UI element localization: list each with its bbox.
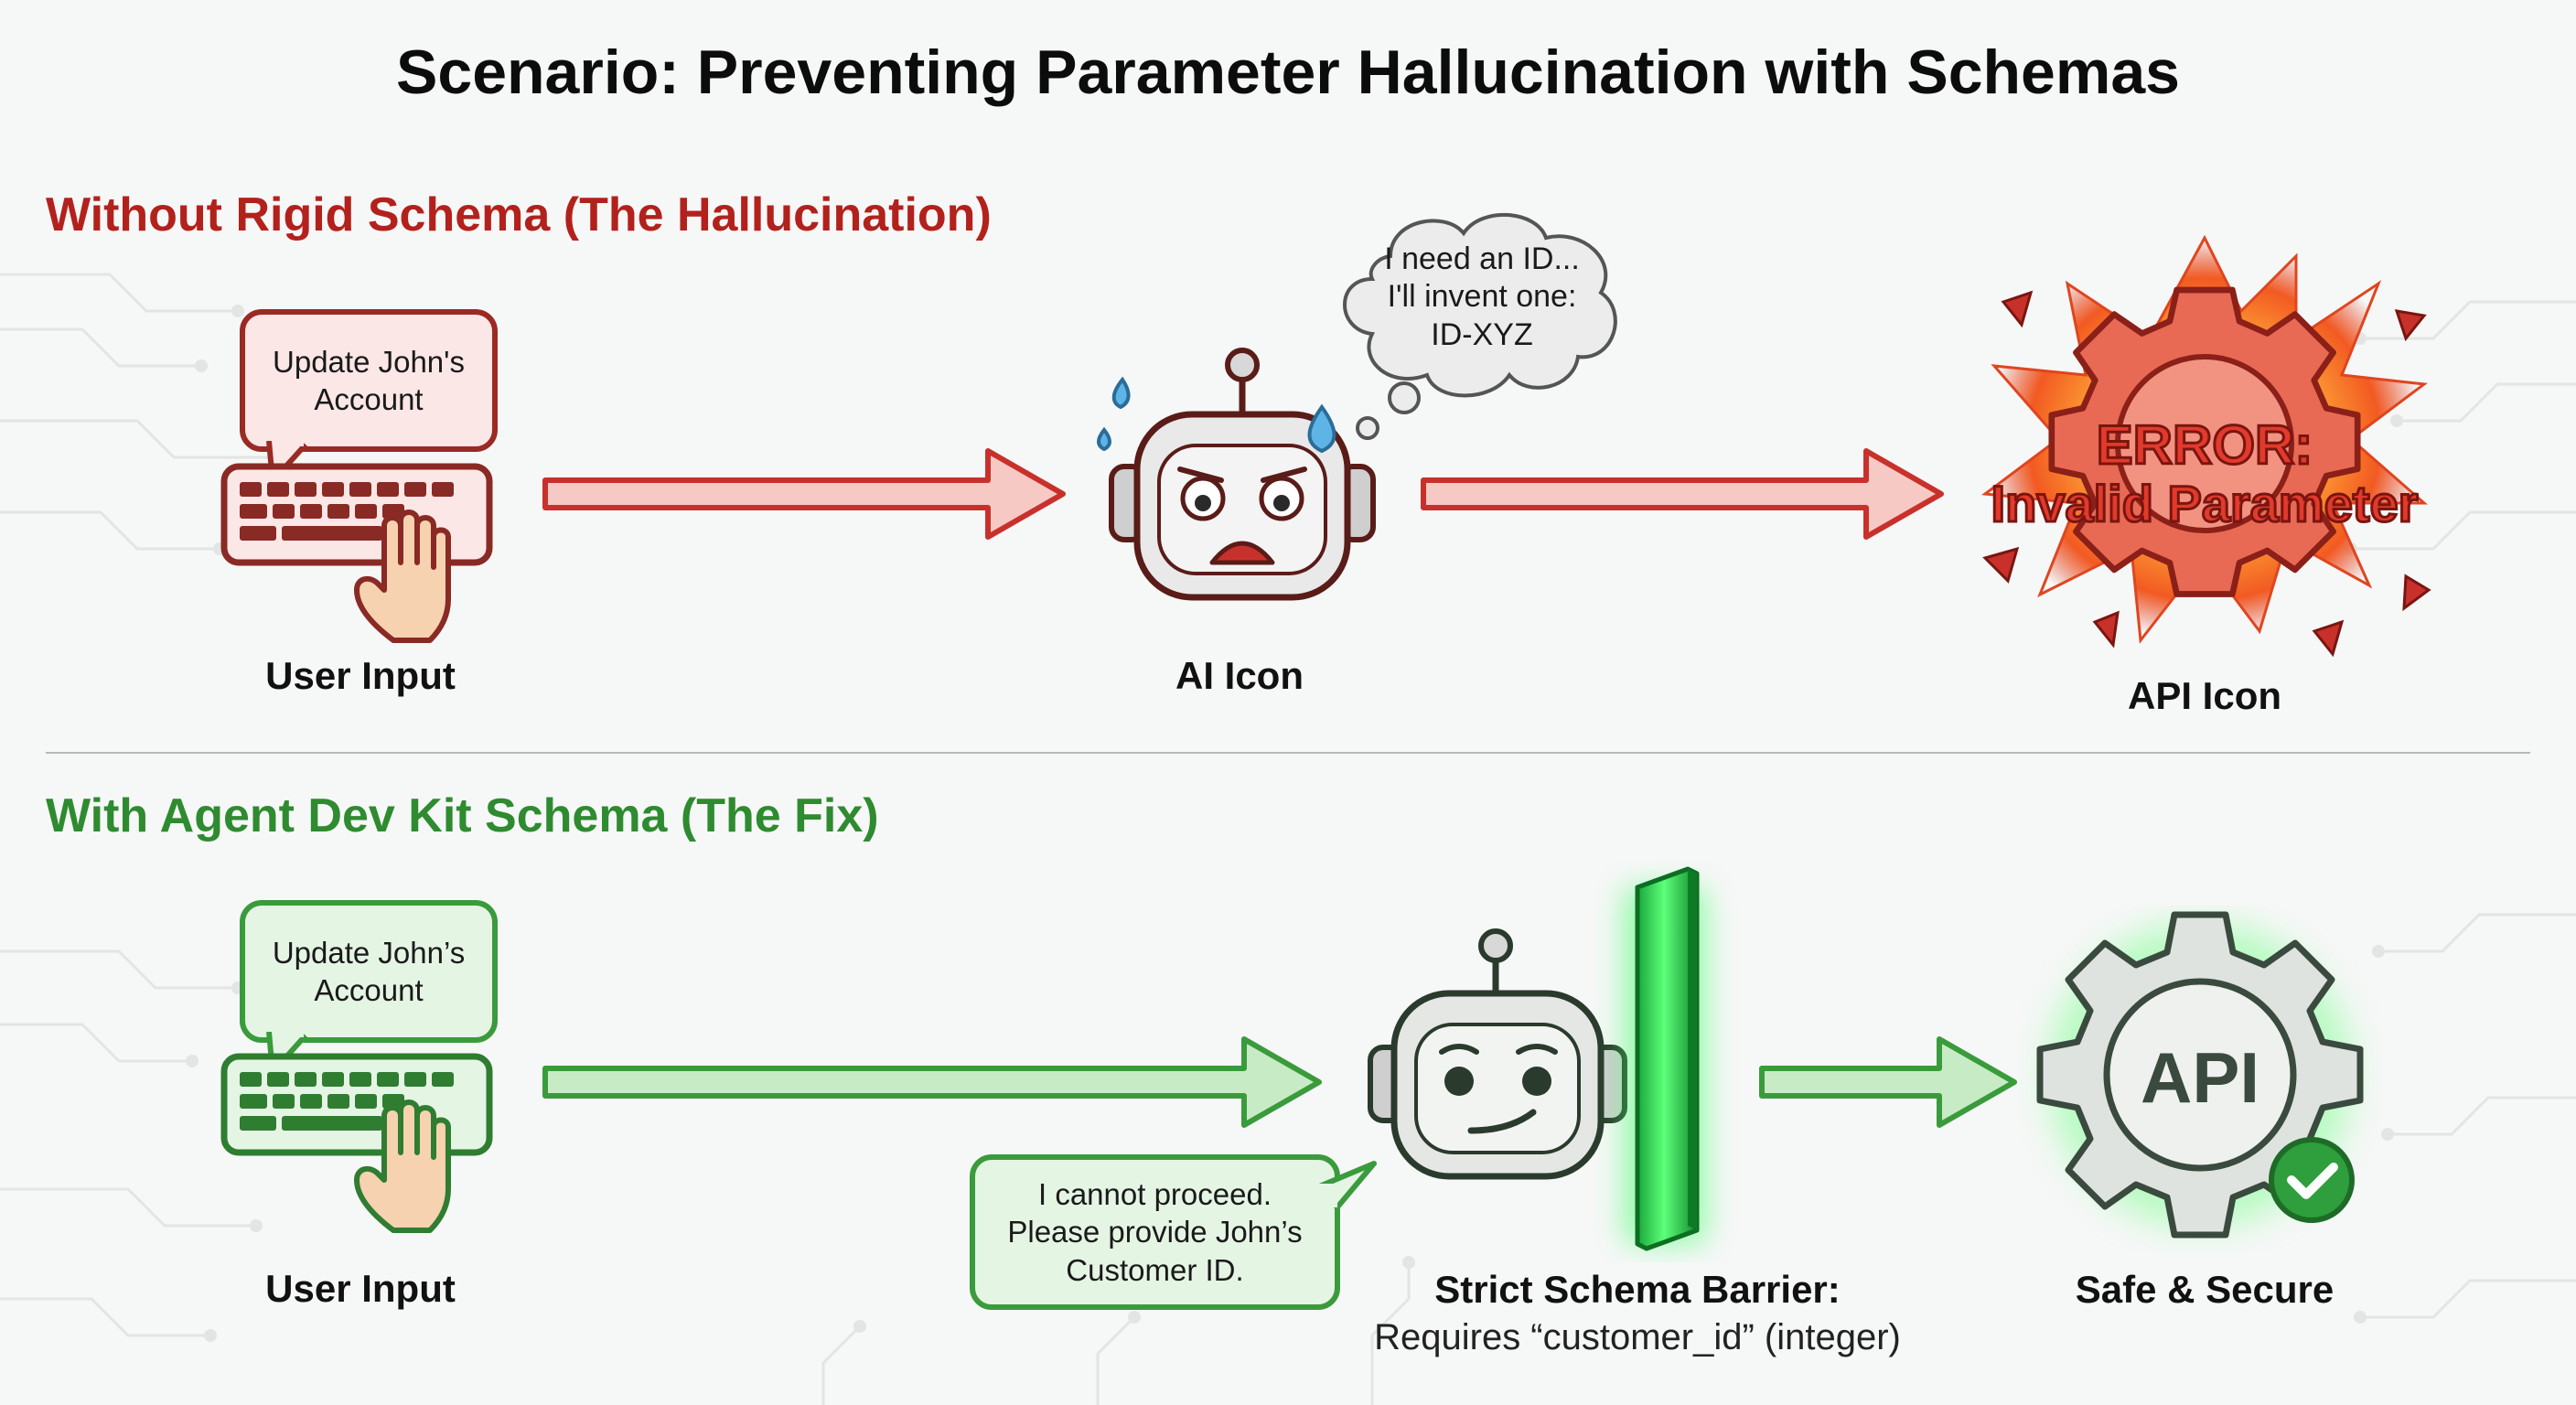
user-request-bubble: Update John's Account <box>240 309 498 452</box>
api-gear-text: API <box>2140 1037 2260 1118</box>
thought-cloud <box>1343 213 1617 440</box>
hallucination-thought: I need an ID... I'll invent one: ID-XYZ <box>1384 241 1580 352</box>
safe-secure-label: Safe & Secure <box>2075 1268 2334 1311</box>
ai-icon-label: AI Icon <box>1175 654 1304 697</box>
section-divider <box>46 752 2530 754</box>
schema-barrier <box>1624 866 1706 1251</box>
arrow-right-green <box>1759 1036 2017 1128</box>
error-explosion-gear-icon <box>1981 234 2431 658</box>
user-input-label-bottom: User Input <box>265 1267 456 1310</box>
arrow-right-green <box>542 1036 1322 1128</box>
page-title: Scenario: Preventing Parameter Hallucina… <box>396 38 2180 107</box>
section-heading-with-schema: With Agent Dev Kit Schema (The Fix) <box>46 789 879 842</box>
api-icon-label: API Icon <box>2127 674 2282 717</box>
bubble-tail <box>1317 1161 1377 1211</box>
schema-barrier-requirement: Requires “customer_id” (integer) <box>1374 1317 1901 1357</box>
error-message-line2: Invalid Parameter <box>1990 475 2420 532</box>
section-heading-without-schema: Without Rigid Schema (The Hallucination) <box>46 188 992 241</box>
keyboard-hand-icon <box>220 1053 493 1233</box>
worried-robot-icon <box>1097 348 1376 601</box>
ai-response-bubble: I cannot proceed. Please provide John’s … <box>970 1154 1340 1310</box>
confident-robot-icon <box>1368 928 1627 1180</box>
api-gear-icon <box>2036 911 2364 1239</box>
user-input-label-top: User Input <box>265 654 456 697</box>
arrow-right-red <box>1421 448 1944 540</box>
schema-barrier-label: Strict Schema Barrier: <box>1434 1268 1841 1311</box>
arrow-right-red <box>542 448 1066 540</box>
error-message-line1: ERROR: <box>2095 414 2314 476</box>
user-request-bubble: Update John’s Account <box>240 900 498 1043</box>
keyboard-hand-icon <box>220 463 493 643</box>
